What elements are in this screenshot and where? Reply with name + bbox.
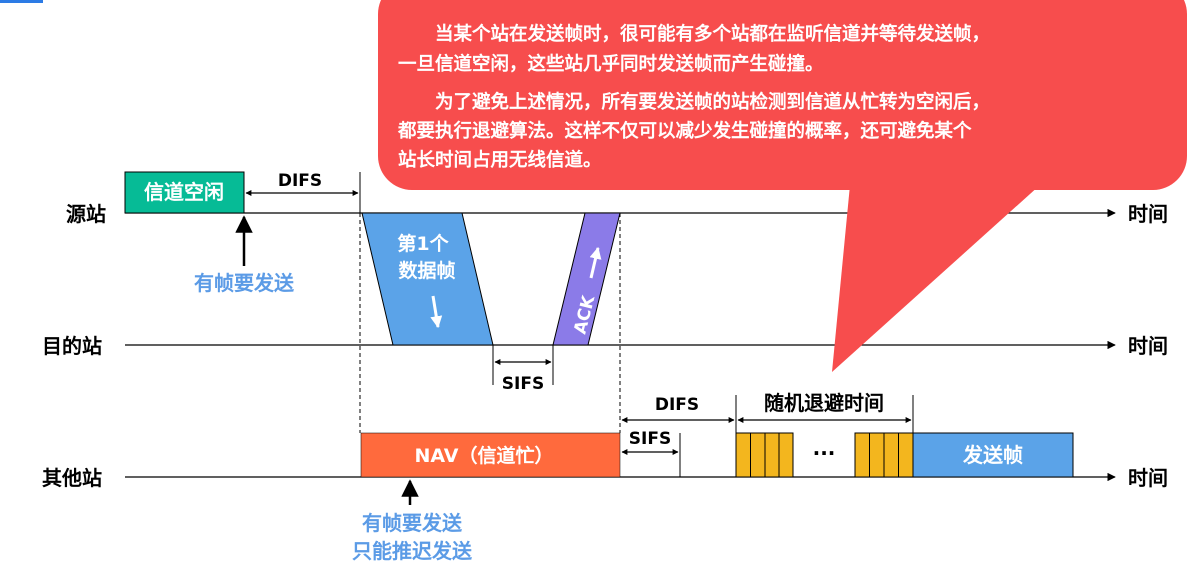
backoff-slot xyxy=(854,432,870,478)
backoff-label: 随机退避时间 xyxy=(764,391,884,415)
backoff-slot xyxy=(869,432,885,478)
callout-body xyxy=(378,0,1187,190)
up-arrow-icon xyxy=(589,246,602,279)
deferred-note-2: 只能推迟发送 xyxy=(352,539,473,563)
down-arrow-icon xyxy=(430,295,443,329)
callout-line: 为了避免上述情况，所有要发送帧的站检测到信道从忙转为空闲后， xyxy=(398,91,990,113)
backoff-slot xyxy=(764,432,780,478)
time-label: 时间 xyxy=(1128,466,1168,490)
callout-tail xyxy=(832,185,1040,372)
backoff-slot xyxy=(735,432,751,478)
channel-idle-box xyxy=(124,171,245,214)
channel-idle-label: 信道空闲 xyxy=(144,180,224,204)
callout-line: 一旦信道空闲，这些站几乎同时发送帧而产生碰撞。 xyxy=(398,53,824,75)
send-frame-box xyxy=(912,432,1074,478)
destination-station-label: 目的站 xyxy=(42,334,102,358)
explanation-callout: 当某个站在发送帧时，很可能有多个站都在监听信道并等待发送帧， 一旦信道空闲，这些… xyxy=(378,0,1187,372)
sifs-label: SIFS xyxy=(629,429,671,449)
callout-line: 都要执行退避算法。这样不仅可以减少发生碰撞的概率，还可避免某个 xyxy=(397,120,972,142)
nav-label: NAV（信道忙） xyxy=(414,444,553,467)
time-label: 时间 xyxy=(1128,202,1168,226)
data-frame-label-2: 数据帧 xyxy=(398,259,455,282)
backoff-slot xyxy=(750,432,766,478)
callout-line: 站长时间占用无线信道。 xyxy=(398,149,602,171)
callout-line: 当某个站在发送帧时，很可能有多个站都在监听信道并等待发送帧， xyxy=(398,23,990,45)
backoff-slot xyxy=(883,432,899,478)
source-station-label: 源站 xyxy=(66,202,106,226)
top-accent-bar xyxy=(0,0,43,3)
data-frame-label-1: 第1个 xyxy=(397,232,449,255)
backoff-slot xyxy=(898,432,914,478)
ack-frame xyxy=(552,212,621,346)
deferred-note-1: 有帧要发送 xyxy=(362,511,463,535)
time-label: 时间 xyxy=(1128,334,1168,358)
difs-label: DIFS xyxy=(278,171,322,191)
has-frame-note: 有帧要发送 xyxy=(194,271,295,295)
sifs-label: SIFS xyxy=(502,374,544,394)
backoff-slot xyxy=(778,432,794,478)
nav-box xyxy=(360,432,621,478)
other-stations-label: 其他站 xyxy=(42,466,102,490)
difs-label: DIFS xyxy=(655,395,699,415)
send-frame-label: 发送帧 xyxy=(962,443,1023,467)
ellipsis: ··· xyxy=(813,441,836,465)
backoff-slots xyxy=(735,432,914,478)
